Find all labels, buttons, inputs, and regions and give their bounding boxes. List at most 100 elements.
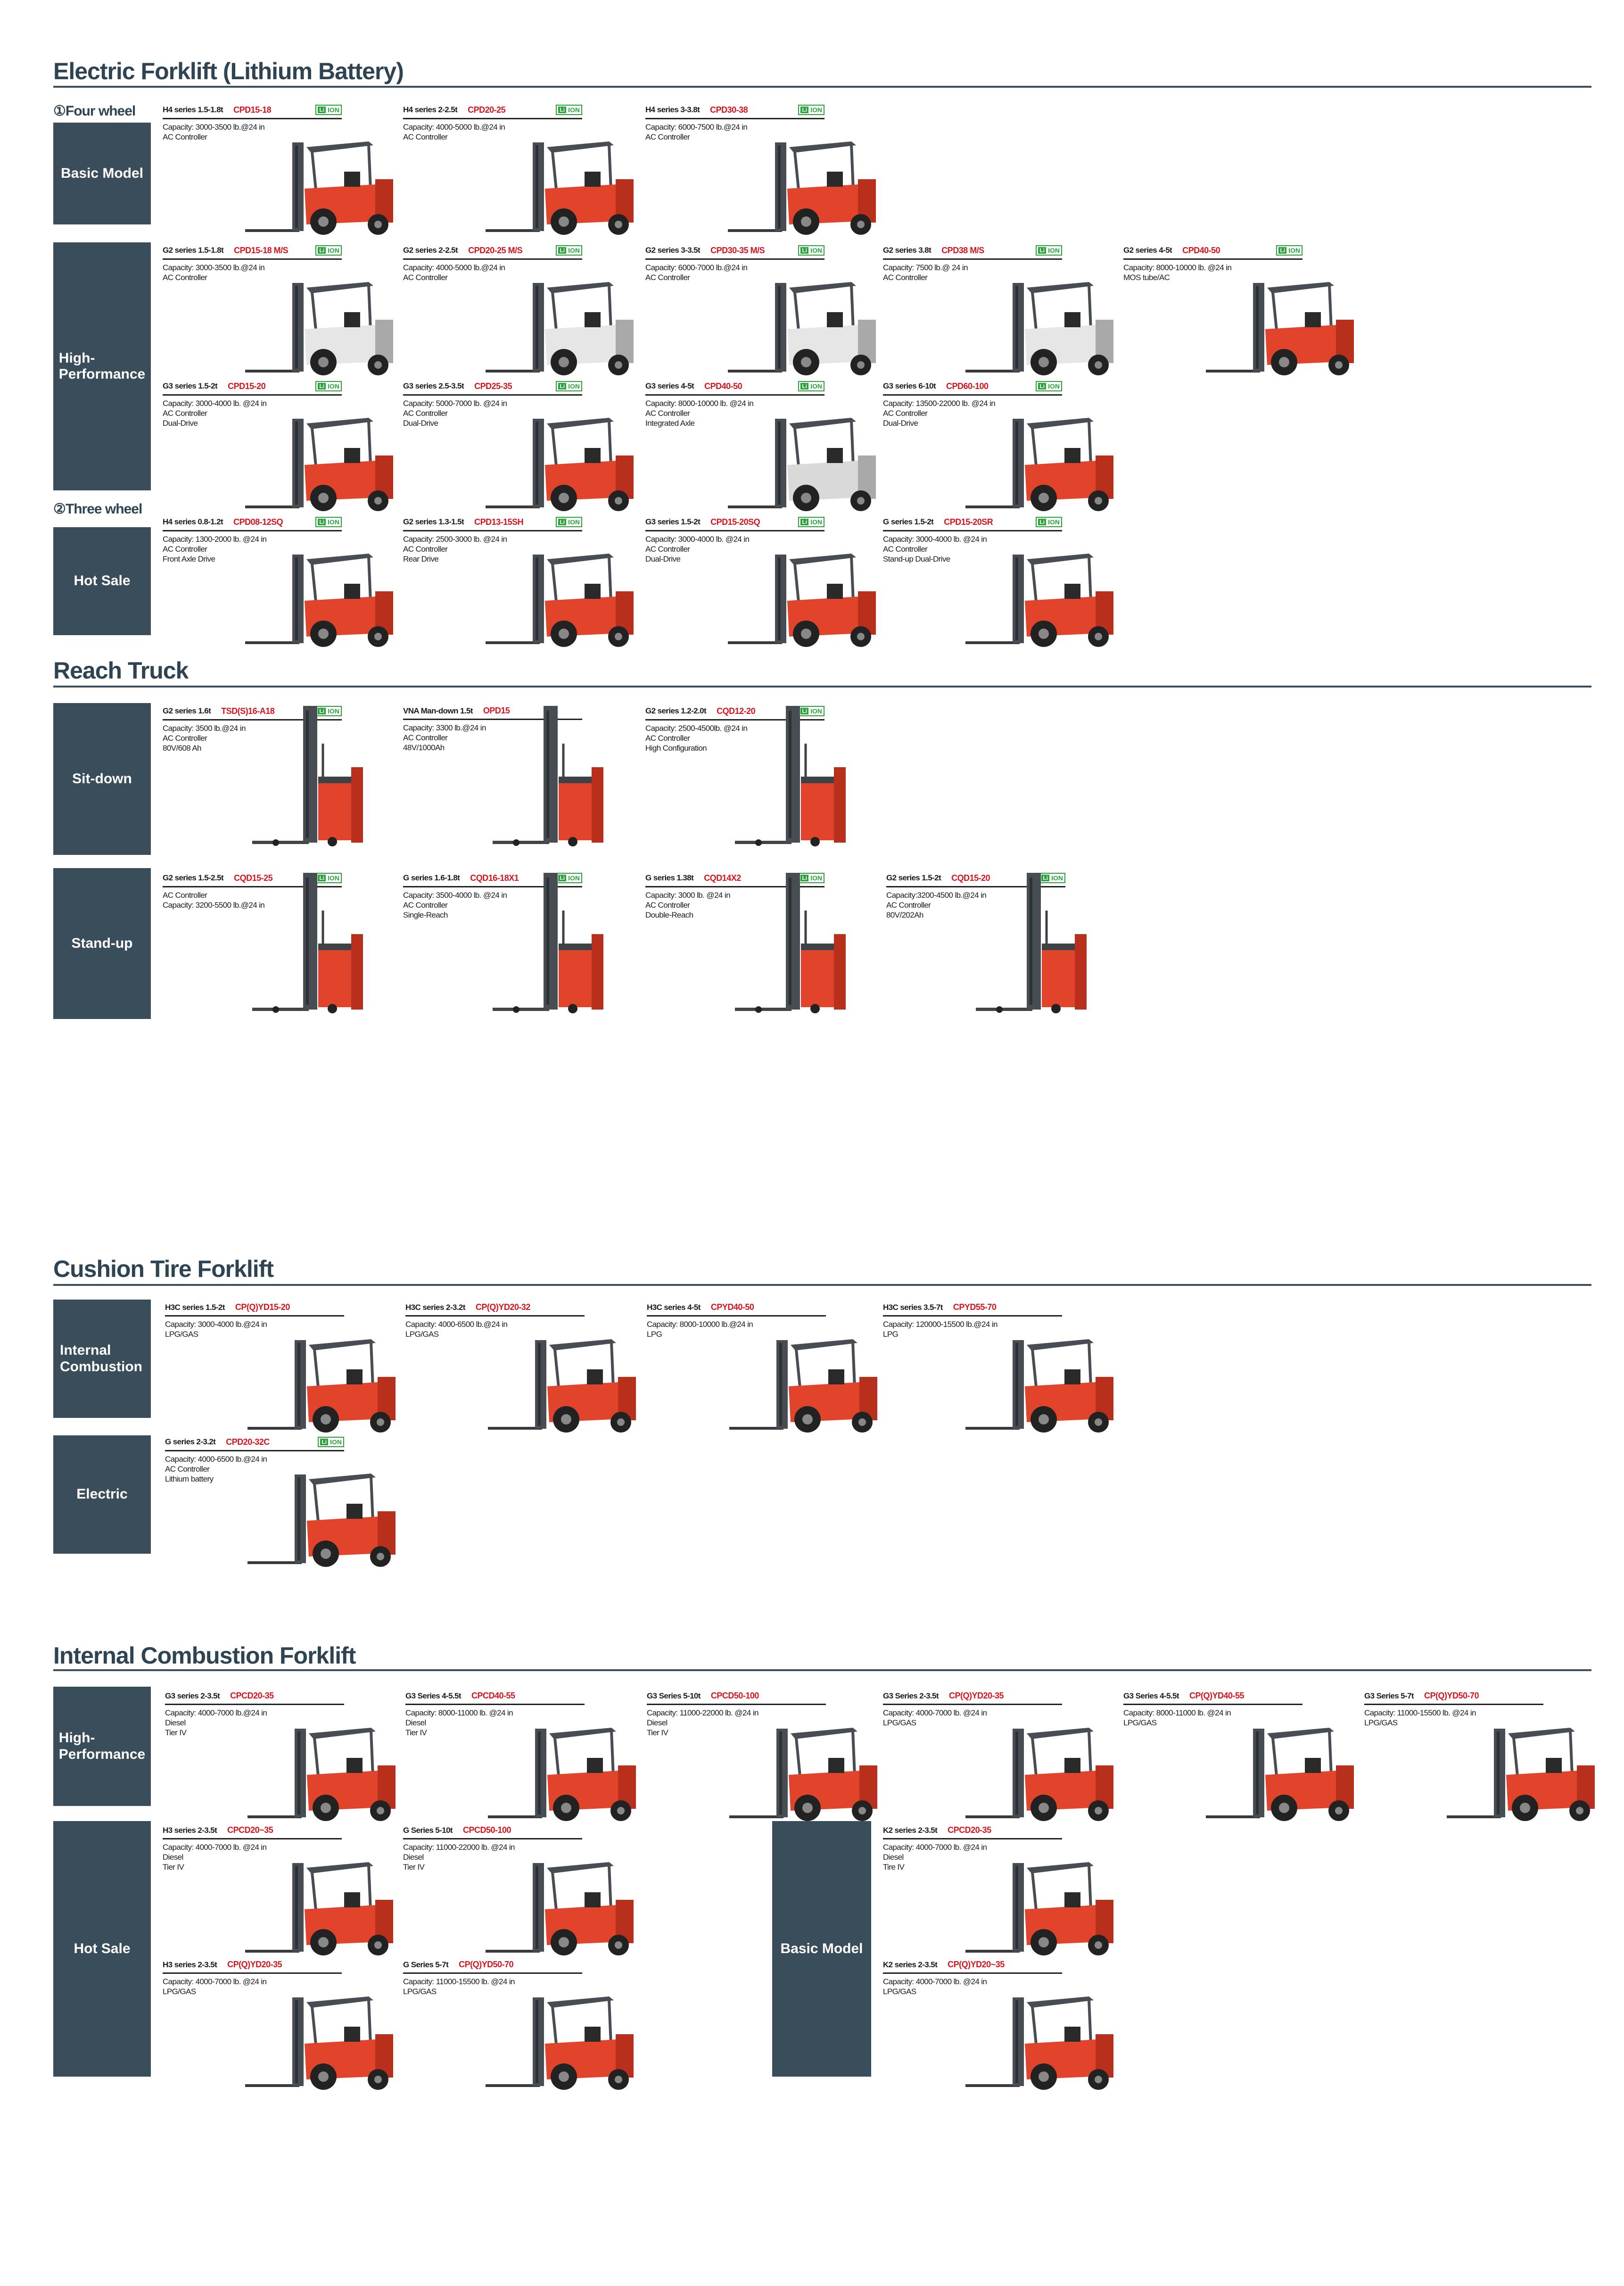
product-image <box>245 128 396 239</box>
spec-line: Tire IV <box>883 1863 905 1872</box>
spec-line: Capacity: 4000-6500 lb.@24 in <box>165 1455 267 1464</box>
product-series: H4 series 3-3.8t <box>645 105 700 114</box>
product-model: CP(Q)YD20~35 <box>948 1960 1005 1969</box>
lithium-icon: Li <box>558 383 567 389</box>
category-box: Basic Model <box>772 1821 871 2077</box>
product-image <box>730 873 853 1017</box>
category-box: Electric <box>53 1435 151 1554</box>
forklift-image <box>493 873 603 1013</box>
spec-line: MOS tube/AC <box>1123 273 1170 282</box>
spec-line: Dual-Drive <box>163 419 198 428</box>
product-series: H3C series 4-5t <box>647 1302 701 1312</box>
product-image <box>486 269 636 380</box>
product-series: G3 series 1.5-2t <box>645 517 701 526</box>
spec-line: Dual-Drive <box>883 419 918 428</box>
spec-line: Diesel <box>883 1853 904 1862</box>
product-model: CPD15-20 <box>228 381 266 391</box>
section-divider <box>53 1669 1591 1671</box>
product-image <box>247 873 370 1017</box>
product-series: G3 Series 5-10t <box>647 1691 701 1700</box>
spec-line: Capacity: 4000-7000 lb. @24 in <box>883 1977 987 1986</box>
product-image <box>247 1326 398 1437</box>
lithium-icon: Li <box>800 708 809 714</box>
ion-label: ION <box>568 247 580 254</box>
spec-line: Double-Reach <box>645 911 693 919</box>
product-image <box>245 1983 396 2094</box>
product-image <box>965 405 1116 515</box>
product-image <box>245 540 396 651</box>
ion-label: ION <box>810 518 822 526</box>
product-image <box>486 405 636 515</box>
spec-line: AC Controller <box>163 133 207 141</box>
spec-line: Capacity: 4000-6500 lb.@24 in <box>405 1320 508 1329</box>
spec-line: AC Controller <box>403 545 448 554</box>
product-series: G3 series 4-5t <box>645 381 694 390</box>
product-image <box>488 873 610 1017</box>
spec-line: Diesel <box>405 1718 426 1727</box>
ion-label: ION <box>568 382 580 390</box>
product-image <box>247 1460 398 1571</box>
product-image <box>728 269 879 380</box>
ion-label: ION <box>328 518 339 526</box>
lithium-icon: Li <box>800 107 809 113</box>
forklift-image <box>245 554 393 647</box>
forklift-image <box>252 873 363 1013</box>
lithium-icon: Li <box>1041 875 1050 881</box>
spec-line: LPG/GAS <box>405 1330 439 1339</box>
product-series: G2 series 1.5-1.8t <box>163 246 224 255</box>
spec-line: 48V/1000Ah <box>403 743 445 752</box>
spec-line: AC Controller <box>403 273 448 282</box>
ion-label: ION <box>328 382 339 390</box>
product-model: OPD15 <box>483 706 510 715</box>
spec-line: Capacity: 4000-7000 lb. @24 in <box>883 1843 987 1852</box>
spec-line: Single-Reach <box>403 911 448 919</box>
spec-line: Integrated Axle <box>645 419 695 428</box>
forklift-image <box>965 418 1113 511</box>
spec-line: AC Controller <box>645 545 690 554</box>
ion-label: ION <box>1288 247 1300 254</box>
forklift-image <box>486 554 634 647</box>
forklift-image <box>252 706 363 846</box>
product-model: CP(Q)YD50-70 <box>1424 1691 1479 1700</box>
ion-label: ION <box>328 247 339 254</box>
spec-line: Capacity:3200-4500 lb.@24 in <box>886 891 987 900</box>
product-model: CPD13-15SH <box>474 517 524 527</box>
ion-label: ION <box>810 106 822 114</box>
product-image <box>965 269 1116 380</box>
forklift-image <box>728 554 876 647</box>
